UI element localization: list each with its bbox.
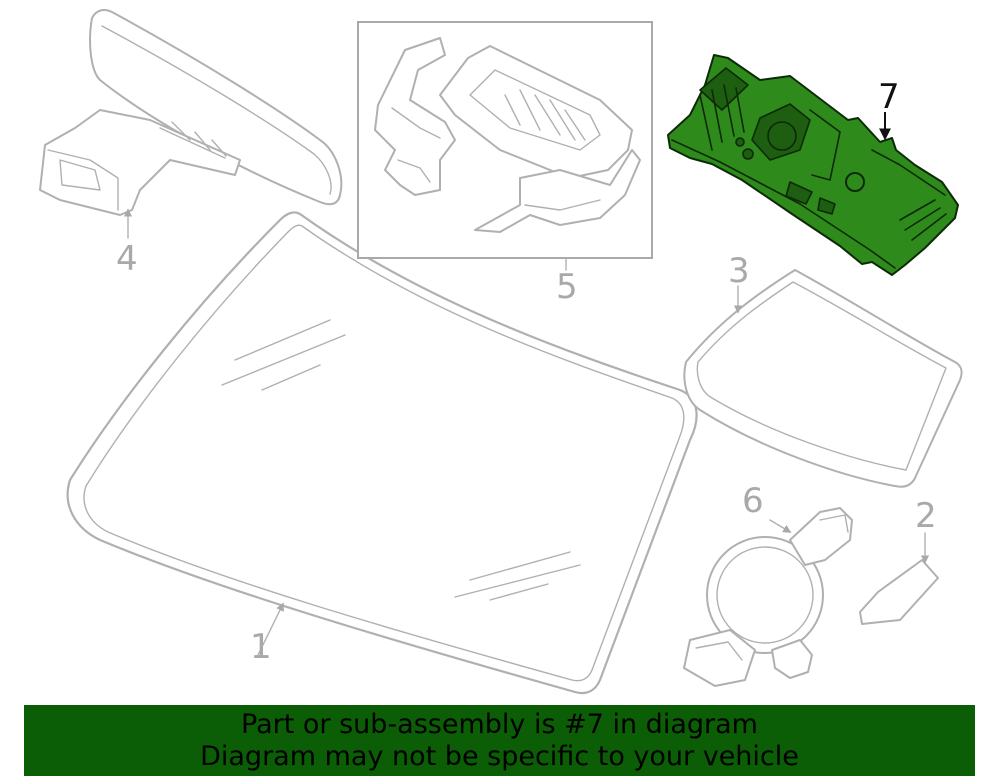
callout-5: 5	[556, 267, 578, 307]
sensor-part-6[interactable]	[683, 507, 853, 687]
callout-4: 4	[116, 239, 138, 279]
info-banner: Part or sub-assembly is #7 in diagram Di…	[24, 705, 975, 776]
callout-6: 6	[742, 481, 764, 521]
camera-module-part-7[interactable]	[667, 54, 959, 276]
banner-line-2: Diagram may not be specific to your vehi…	[200, 740, 799, 772]
mirror-part-4[interactable]	[39, 9, 343, 239]
callout-1: 1	[250, 627, 272, 667]
callout-3: 3	[728, 251, 750, 291]
cover-part-5[interactable]	[357, 21, 653, 271]
callout-2: 2	[915, 496, 937, 536]
windshield-part-1[interactable]	[66, 211, 698, 695]
sensor-body	[706, 536, 824, 654]
pad-part-2[interactable]	[859, 532, 939, 625]
glass-part-3[interactable]	[683, 269, 963, 488]
parts-diagram: 1 2 3 4 5	[39, 9, 963, 695]
banner-line-1: Part or sub-assembly is #7 in diagram	[241, 708, 758, 740]
callout-7: 7	[878, 77, 900, 117]
